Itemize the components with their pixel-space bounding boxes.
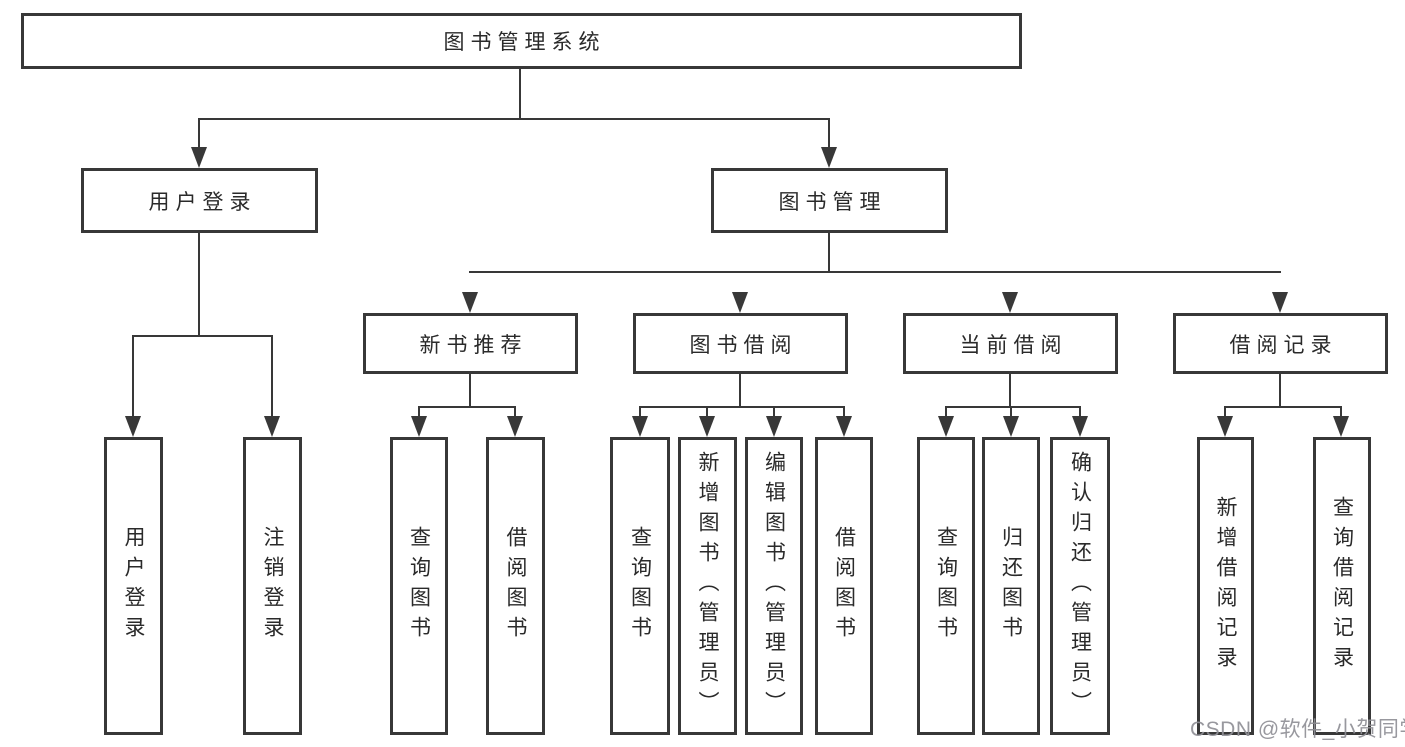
arrow-down-icon [125, 416, 141, 437]
connector-line [198, 119, 200, 149]
connector-line [1010, 408, 1012, 417]
node-label: 当前借阅 [959, 333, 1068, 357]
connector-line [639, 406, 845, 408]
node-borrowing-records: 借阅记录 [1173, 313, 1388, 374]
node-label: 查询图书 [407, 526, 431, 646]
arrow-down-icon [821, 147, 837, 168]
arrow-down-icon [632, 416, 648, 437]
connector-line [1009, 374, 1011, 408]
leaf-borrowing-query-books: 查询图书 [610, 437, 670, 735]
connector-line [469, 374, 471, 408]
connector-line [945, 408, 947, 417]
node-label: 借阅记录 [1229, 333, 1338, 357]
connector-line [418, 406, 516, 408]
node-label: 图书管理系统 [443, 31, 606, 54]
arrow-down-icon [462, 292, 478, 313]
connector-line [469, 271, 1281, 273]
arrow-down-icon [1272, 292, 1288, 313]
node-label: 用户登录 [122, 526, 145, 646]
node-label: 新增图书（管理员） [696, 451, 719, 721]
leaf-current-query-books: 查询图书 [917, 437, 975, 735]
node-label: 查询图书 [628, 526, 652, 646]
connector-line [1224, 408, 1226, 417]
leaf-borrowing-edit-books-admin: 编辑图书（管理员） [745, 437, 803, 735]
node-current-borrowing: 当前借阅 [903, 313, 1118, 374]
node-label: 查询借阅记录 [1330, 496, 1354, 676]
leaf-recommend-query-books: 查询图书 [390, 437, 448, 735]
connector-line [519, 69, 521, 119]
connector-line [1340, 408, 1342, 417]
node-label: 借阅图书 [832, 526, 856, 646]
arrow-down-icon [264, 416, 280, 437]
connector-line [843, 408, 845, 417]
node-new-book-recommendation: 新书推荐 [363, 313, 578, 374]
leaf-logout: 注销登录 [243, 437, 302, 735]
connector-line [198, 233, 200, 337]
leaf-borrowing-borrow-books: 借阅图书 [815, 437, 873, 735]
leaf-records-query-record: 查询借阅记录 [1313, 437, 1371, 735]
connector-line [828, 233, 830, 273]
connector-line [639, 408, 641, 417]
node-label: 归还图书 [999, 526, 1023, 646]
connector-line [706, 408, 708, 417]
arrow-down-icon [836, 416, 852, 437]
connector-line [514, 408, 516, 417]
arrow-down-icon [1002, 292, 1018, 313]
arrow-down-icon [766, 416, 782, 437]
node-user-login: 用户登录 [81, 168, 318, 233]
connector-line [132, 337, 134, 417]
node-label: 编辑图书（管理员） [762, 451, 786, 721]
connector-line [945, 406, 1081, 408]
leaf-recommend-borrow-books: 借阅图书 [486, 437, 545, 735]
arrow-down-icon [938, 416, 954, 437]
leaf-records-add-record: 新增借阅记录 [1197, 437, 1254, 735]
arrow-down-icon [191, 147, 207, 168]
node-book-borrowing: 图书借阅 [633, 313, 848, 374]
arrow-down-icon [507, 416, 523, 437]
leaf-borrowing-add-books-admin: 新增图书（管理员） [678, 437, 737, 735]
node-label: 图书借阅 [689, 333, 798, 357]
csdn-watermark: CSDN @软件_小贺同学 [1190, 718, 1405, 741]
node-label: 注销登录 [261, 526, 284, 646]
node-label: 新书推荐 [419, 333, 528, 357]
connector-line [739, 374, 741, 408]
node-label: 查询图书 [934, 526, 958, 646]
connector-line [271, 337, 273, 417]
arrow-down-icon [1072, 416, 1088, 437]
leaf-user-login: 用户登录 [104, 437, 163, 735]
node-label: 图书管理 [778, 190, 887, 214]
node-label: 确认归还（管理员） [1068, 451, 1092, 721]
node-book-management: 图书管理 [711, 168, 948, 233]
node-library-management-system: 图书管理系统 [21, 13, 1022, 69]
node-label: 新增借阅记录 [1214, 496, 1237, 676]
leaf-current-confirm-return-admin: 确认归还（管理员） [1050, 437, 1110, 735]
connector-line [198, 118, 830, 120]
connector-line [1224, 406, 1342, 408]
node-label: 用户登录 [148, 190, 257, 214]
connector-line [828, 119, 830, 149]
arrow-down-icon [1003, 416, 1019, 437]
connector-line [773, 408, 775, 417]
arrow-down-icon [732, 292, 748, 313]
connector-line [418, 408, 420, 417]
arrow-down-icon [1333, 416, 1349, 437]
arrow-down-icon [699, 416, 715, 437]
connector-line [1079, 408, 1081, 417]
node-label: 借阅图书 [504, 526, 527, 646]
arrow-down-icon [1217, 416, 1233, 437]
connector-line [1279, 374, 1281, 408]
connector-line [132, 335, 273, 337]
leaf-current-return-books: 归还图书 [982, 437, 1040, 735]
arrow-down-icon [411, 416, 427, 437]
